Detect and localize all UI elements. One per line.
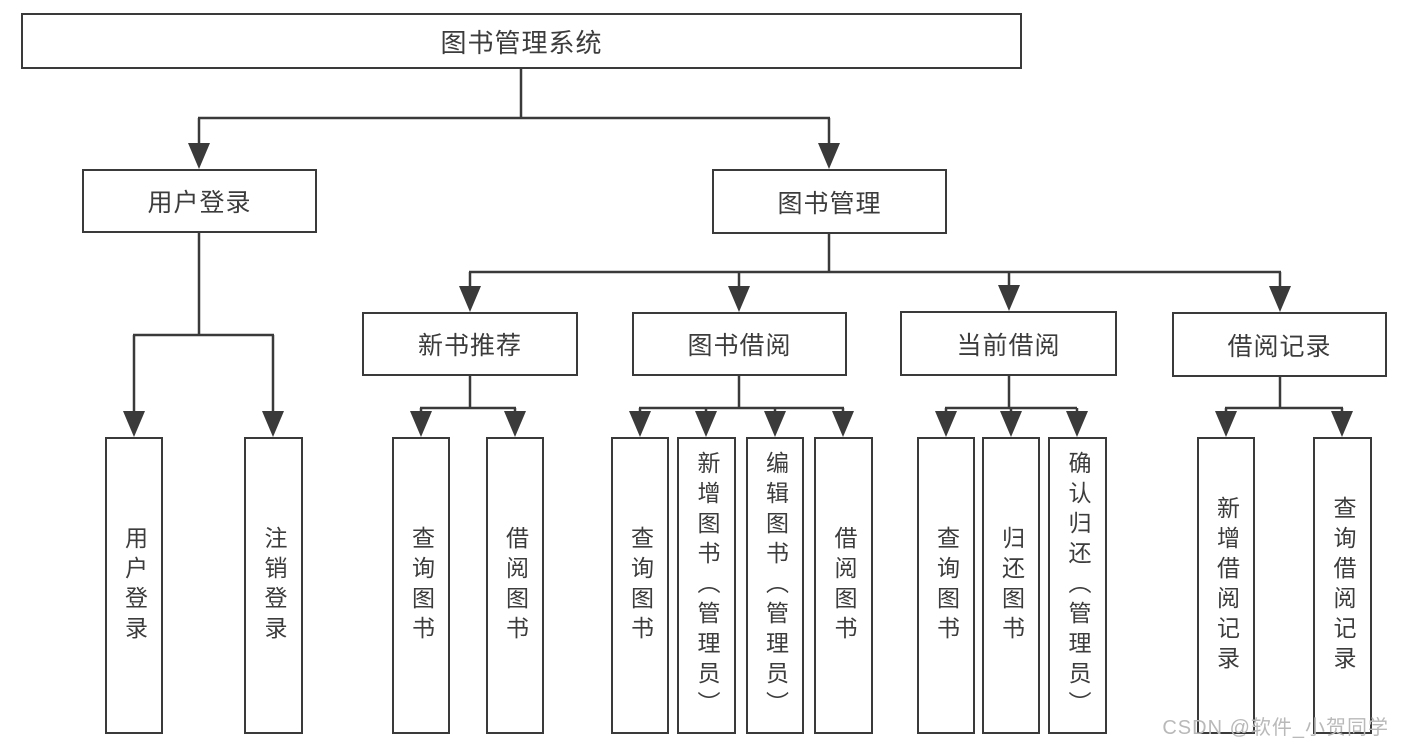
leaf-label: 注销登录 [261, 525, 287, 646]
leaf-return-books: 归还图书 [982, 437, 1040, 734]
node-book-management-branch: 图书管理 [712, 169, 947, 234]
leaf-label: 查询图书 [933, 525, 960, 646]
leaf-label: 新增图书（管理员） [694, 450, 720, 721]
leaf-confirm-return-admin: 确认归还（管理员） [1048, 437, 1107, 734]
node-label: 当前借阅 [956, 331, 1061, 360]
leaf-add-borrow-record: 新增借阅记录 [1197, 437, 1255, 734]
node-label: 图书借阅 [687, 332, 792, 360]
leaf-borrow-books-recommend: 借阅图书 [486, 437, 544, 734]
leaf-label: 查询图书 [408, 525, 435, 646]
node-label: 借阅记录 [1227, 332, 1332, 361]
leaf-label: 用户登录 [121, 525, 148, 646]
leaf-label: 借阅图书 [831, 525, 857, 646]
leaf-logout: 注销登录 [244, 437, 303, 734]
node-current-borrowing: 当前借阅 [900, 311, 1117, 376]
node-label: 图书管理系统 [440, 27, 603, 58]
leaf-label: 查询图书 [627, 525, 654, 646]
leaf-borrow-books: 借阅图书 [814, 437, 873, 734]
leaf-query-books-recommend: 查询图书 [392, 437, 450, 734]
leaf-query-books-current: 查询图书 [917, 437, 975, 734]
leaf-label: 新增借阅记录 [1213, 495, 1240, 676]
csdn-watermark: CSDN @软件_小贺同学 [1162, 717, 1389, 739]
leaf-query-borrow-record: 查询借阅记录 [1313, 437, 1372, 734]
leaf-edit-books-admin: 编辑图书（管理员） [746, 437, 804, 734]
leaf-label: 确认归还（管理员） [1065, 450, 1091, 721]
node-user-login-branch: 用户登录 [82, 169, 317, 233]
leaf-label: 查询借阅记录 [1330, 495, 1356, 676]
node-borrowing-records: 借阅记录 [1172, 312, 1387, 377]
leaf-label: 归还图书 [998, 525, 1025, 646]
leaf-query-books-borrowing: 查询图书 [611, 437, 669, 734]
leaf-user-login: 用户登录 [105, 437, 163, 734]
node-label: 新书推荐 [417, 332, 522, 360]
leaf-label: 借阅图书 [502, 525, 529, 646]
node-root-library-system: 图书管理系统 [21, 13, 1022, 69]
leaf-add-books-admin: 新增图书（管理员） [677, 437, 736, 734]
node-book-borrowing: 图书借阅 [632, 312, 847, 376]
node-label: 用户登录 [147, 189, 252, 217]
node-label: 图书管理 [777, 189, 882, 218]
leaf-label: 编辑图书（管理员） [762, 450, 789, 721]
node-new-book-recommendation: 新书推荐 [362, 312, 578, 376]
